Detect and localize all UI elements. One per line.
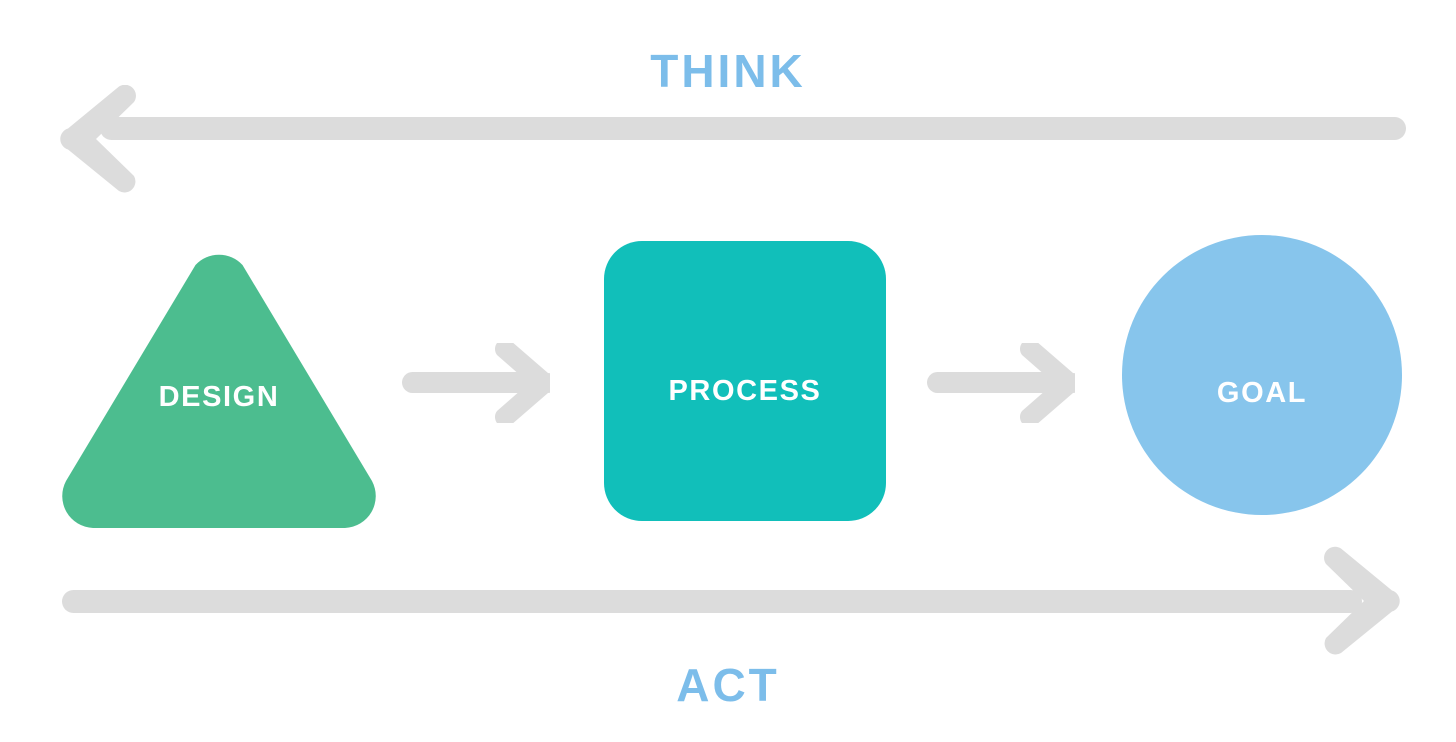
stage-process-label: PROCESS — [668, 375, 822, 407]
think-arrow-left-icon — [0, 84, 1456, 195]
think-label: THINK — [650, 45, 806, 97]
stage-row: DESIGN PROCESS GOAL — [0, 228, 1456, 529]
stage-goal-circle[interactable] — [1122, 235, 1402, 515]
act-label: ACT — [676, 659, 780, 711]
act-arrow-right-icon — [0, 545, 1456, 655]
arrow-right-icon-design-to-process — [400, 339, 558, 427]
stage-process-square[interactable] — [604, 241, 886, 521]
stage-design-triangle[interactable] — [55, 236, 383, 529]
arrow-right-icon-process-to-goal — [925, 339, 1083, 427]
stage-design-label: DESIGN — [158, 381, 280, 413]
stage-goal-label: GOAL — [1216, 377, 1308, 409]
